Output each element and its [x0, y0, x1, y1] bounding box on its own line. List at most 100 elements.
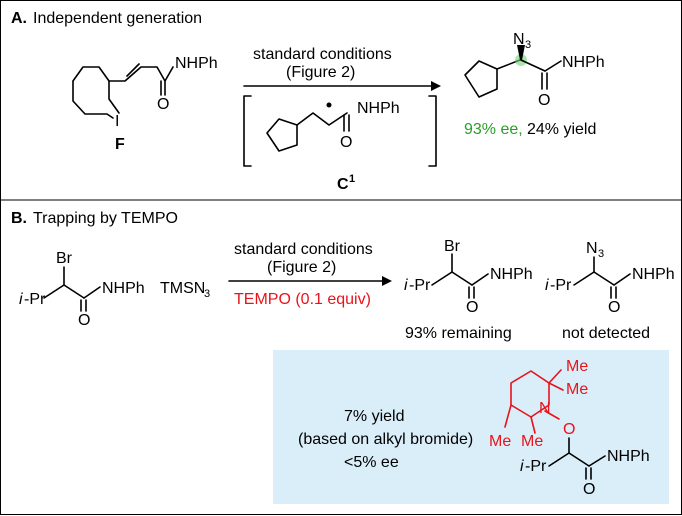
p1-ipr-bond: [431, 271, 453, 286]
intermediate-superscript: 1: [349, 173, 355, 185]
panel-a-title: Independent generation: [33, 10, 202, 27]
prod1-caption: 93% remaining: [405, 325, 512, 342]
me-bond-2: [548, 382, 564, 391]
sm-ipr-rest: -Pr: [24, 291, 46, 308]
starting-bromide: Br i -Pr O NHPh: [19, 250, 145, 329]
tempo-adduct-box: [273, 350, 669, 504]
product-cyclopentane: [464, 60, 498, 98]
product-azide-sub: 3: [525, 39, 531, 51]
p2-azide-sub: 3: [598, 248, 604, 260]
intermediate-nhph: NHPh: [357, 100, 400, 117]
sm-br: Br: [56, 250, 73, 267]
reactant-f: I O NHPh F: [72, 55, 218, 153]
sm-ipr-i: i: [19, 291, 23, 308]
me-bond-4: [530, 416, 536, 434]
me-bond-1: [548, 369, 562, 384]
box-yield: 7% yield: [344, 408, 404, 425]
prod2-caption: not detected: [562, 325, 650, 342]
alkene-chain: [108, 66, 174, 82]
reagent-tmsn3: TMSN: [160, 280, 205, 297]
reactant-oxygen: O: [157, 96, 169, 113]
adduct-nitrogen: N: [539, 400, 551, 417]
p1-ipr-rest: -Pr: [409, 277, 431, 294]
p2-azide-n: N: [586, 240, 598, 257]
panel-a-label: A.: [11, 10, 27, 27]
adduct-oxygen: O: [563, 421, 575, 438]
sm-chain: [63, 284, 85, 299]
p2-ipr-rest: -Pr: [550, 277, 572, 294]
panel-b-label: B.: [11, 210, 27, 227]
radical-dot: [326, 102, 332, 108]
p2-nhph: NHPh: [632, 266, 675, 283]
adduct-me-3: Me: [489, 433, 511, 450]
sm-ipr-bond: [43, 284, 65, 299]
p1-oxygen: O: [466, 299, 478, 316]
bracket-right: [428, 95, 437, 167]
tempo-adduct: Me Me Me Me N O i -Pr O NHPh: [489, 358, 650, 498]
adduct-ipr-i: i: [520, 458, 524, 475]
p1-chain: [451, 271, 473, 286]
p1-ipr-i: i: [404, 277, 408, 294]
p1-br: Br: [444, 238, 461, 255]
product-azide-n: N: [513, 31, 525, 48]
result-ee: 93% ee,: [464, 121, 523, 138]
adduct-nhph: NHPh: [607, 448, 650, 465]
p1-amide-bond: [471, 273, 489, 286]
adduct-me-2: Me: [566, 381, 588, 398]
reaction-arrow-a-head: [431, 81, 441, 91]
p2-chain: [593, 271, 615, 286]
product-azide: N 3 O NHPh: [464, 31, 605, 109]
arrow-b-line2: (Figure 2): [267, 259, 336, 276]
me-bond-3: [504, 404, 512, 428]
adduct-amide-bond: [588, 455, 606, 467]
product-oxygen: O: [538, 92, 550, 109]
reactant-f-label: F: [115, 136, 125, 153]
panel-a: A. Independent generation I O NHPh F sta…: [11, 10, 605, 193]
panel-b: B. Trapping by TEMPO Br i -Pr O NHPh TMS…: [11, 210, 675, 504]
sm-oxygen: O: [78, 312, 90, 329]
reagent-subscript: 3: [204, 288, 210, 300]
undetected-azide: N 3 i -Pr O NHPh: [545, 240, 675, 316]
chain-bonds-bottom: [72, 80, 114, 119]
panel-b-title: Trapping by TEMPO: [33, 210, 178, 227]
adduct-me-1: Me: [566, 358, 588, 375]
p2-ipr-i: i: [545, 277, 549, 294]
adduct-carbonyl-oxygen: O: [583, 481, 595, 498]
reaction-arrow-b-head: [382, 276, 392, 286]
recovered-bromide: Br i -Pr O NHPh: [404, 238, 533, 316]
sm-nhph: NHPh: [102, 280, 145, 297]
radical-chain: [296, 112, 348, 126]
n-o-bond: [544, 410, 560, 420]
p2-ipr-bond: [573, 271, 595, 286]
intermediate-oxygen: O: [340, 134, 352, 151]
arrow-b-tempo: TEMPO (0.1 equiv): [234, 291, 371, 308]
result-yield: 24% yield: [527, 121, 596, 138]
intermediate-label: C: [337, 176, 349, 193]
adduct-ipr-bond: [548, 452, 570, 467]
p1-nhph: NHPh: [490, 266, 533, 283]
box-ee: <5% ee: [344, 454, 399, 471]
adduct-ipr-rest: -Pr: [525, 458, 547, 475]
arrow-a-line1: standard conditions: [253, 46, 392, 63]
product-nhph: NHPh: [562, 54, 605, 71]
arrow-b-line1: standard conditions: [234, 241, 373, 258]
bracket-left: [243, 95, 252, 167]
adduct-chain: [568, 452, 590, 467]
cyclopentane-ring: [266, 118, 298, 152]
alkene-double-bond: [126, 63, 140, 77]
wedge-bond: [517, 45, 525, 60]
chain-bonds-top: [72, 66, 110, 82]
p2-oxygen: O: [608, 299, 620, 316]
adduct-me-4: Me: [521, 433, 543, 450]
product-amide-bond: [544, 60, 562, 72]
chain-bonds-left: [108, 80, 120, 114]
reactant-nhph: NHPh: [175, 55, 218, 72]
product-chain: [520, 59, 546, 72]
sm-amide-bond: [83, 286, 101, 299]
intermediate-c1: O NHPh C 1: [243, 95, 437, 193]
arrow-a-line2: (Figure 2): [286, 64, 355, 81]
p2-amide-bond: [613, 273, 631, 286]
iodine-label: I: [115, 113, 119, 130]
